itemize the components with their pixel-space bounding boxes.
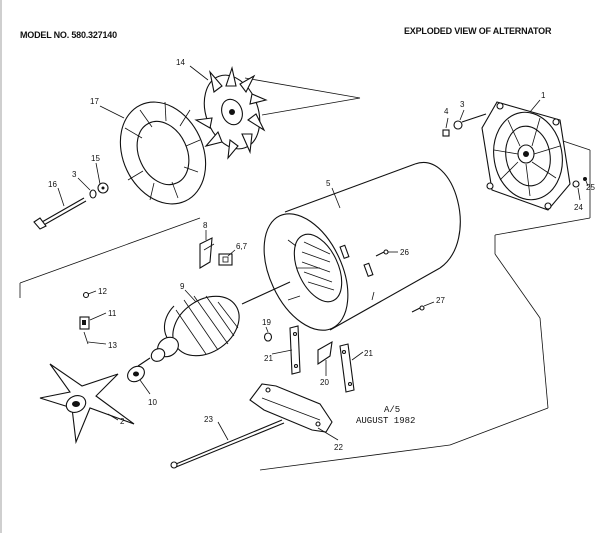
- callout-numbers: 1 2 3 3 4 5 6,7 8 9 10 11 12 13 14 15 16…: [48, 58, 595, 452]
- callout-10: 10: [148, 398, 157, 407]
- callout-12: 12: [98, 287, 107, 296]
- date-stamp: AUGUST 1982: [356, 416, 416, 426]
- scan-edge: [0, 0, 2, 533]
- through-bolt-assembly: [33, 182, 109, 230]
- brush-holder: [199, 237, 233, 269]
- callout-22: 22: [334, 443, 343, 452]
- callout-21-left: 21: [264, 354, 273, 363]
- callout-25: 25: [586, 183, 595, 192]
- blower-housing: [119, 101, 207, 205]
- fan-hub: [39, 363, 135, 445]
- callout-5: 5: [326, 179, 331, 188]
- screws: [375, 249, 425, 313]
- brush-clip: [79, 291, 90, 345]
- callout-23: 23: [204, 415, 213, 424]
- callout-3-left: 3: [72, 170, 77, 179]
- callout-26: 26: [400, 248, 409, 257]
- callout-16: 16: [48, 180, 57, 189]
- model-number: MODEL NO. 580.327140: [20, 30, 117, 40]
- callout-3-right: 3: [460, 100, 465, 109]
- callout-13: 13: [108, 341, 117, 350]
- callout-6-7: 6,7: [236, 242, 248, 251]
- end-bell: [442, 101, 587, 211]
- callout-21-right: 21: [364, 349, 373, 358]
- diagram-title: EXPLODED VIEW OF ALTERNATOR: [404, 26, 552, 36]
- callout-8: 8: [203, 221, 208, 230]
- revision-stamp: A/5: [384, 405, 401, 415]
- callout-2: 2: [120, 417, 125, 426]
- fan-blade: [194, 65, 268, 160]
- callout-24: 24: [574, 203, 583, 212]
- callout-17: 17: [90, 97, 99, 106]
- stator-housing: [263, 161, 461, 331]
- callout-11: 11: [108, 309, 117, 318]
- callout-19: 19: [262, 318, 271, 327]
- callout-15: 15: [91, 154, 100, 163]
- callout-20: 20: [320, 378, 329, 387]
- callout-9: 9: [180, 282, 185, 291]
- callout-14: 14: [176, 58, 185, 67]
- tie-rod: [170, 419, 285, 469]
- callout-4: 4: [444, 107, 449, 116]
- callout-1: 1: [541, 91, 546, 100]
- mounting-base: [249, 383, 333, 433]
- rotor-armature: [127, 281, 291, 383]
- leader-lines: [57, 65, 589, 441]
- mounting-straps: [263, 325, 355, 393]
- callout-27: 27: [436, 296, 445, 305]
